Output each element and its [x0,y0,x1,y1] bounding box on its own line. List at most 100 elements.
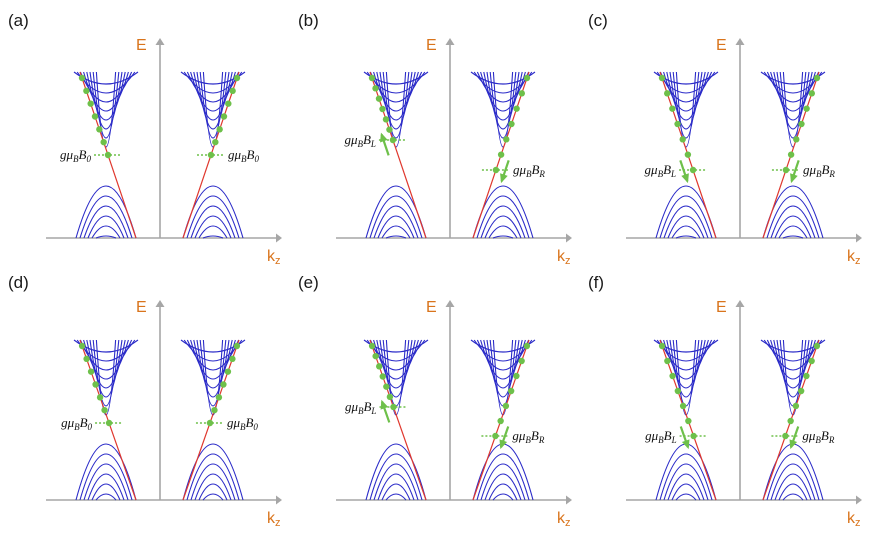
valence-subbands [655,443,717,501]
label-sub-b: B [73,154,79,164]
energy-axis-arrowhead [155,300,165,307]
label-b: B [363,132,371,147]
occupied-state-dot [78,342,86,350]
k-axis-subscript: z [275,517,281,529]
label-sub-index: 0 [87,154,92,164]
valley-right: gμBB0 [180,71,259,239]
occupied-state-dot [372,352,379,360]
energy-axis-label: E [426,299,437,316]
occupied-state-dot [101,406,108,414]
valence-subbands [75,185,137,239]
conduction-subbands [363,71,429,148]
label-sub-index: 0 [253,422,258,432]
zeeman-label-left: gμBBL [344,132,376,149]
energy-axis-arrowhead [155,38,165,45]
panel-label: (e) [298,273,319,292]
label-sub-index: R [828,435,835,445]
label-b: B [821,162,829,177]
occupied-state-dot [813,74,821,82]
k-axis-label: kz [557,510,571,529]
zeeman-label-left: gμBBL [345,399,377,416]
label-sub-b: B [658,435,664,445]
valley-left: gμBBL [344,71,429,239]
occupied-states [206,342,241,427]
k-axis-label: kz [847,248,861,267]
label-b: B [663,162,671,177]
label-g-mu: gμ [344,132,358,147]
occupied-state-dot [375,95,383,102]
occupied-state-dot [386,393,394,401]
occupied-state-dot [96,394,104,401]
label-sub-b: B [240,422,246,432]
occupied-state-dot [674,120,681,128]
k-axis-arrowhead [566,233,572,243]
occupied-state-dot [233,74,241,82]
label-sub-b: B [815,435,821,445]
energy-axis-arrowhead [735,38,745,45]
zeeman-label-right: gμBB0 [228,147,259,164]
label-g-mu: gμ [345,399,359,414]
occupied-state-dot [664,357,671,365]
occupied-states [782,342,821,440]
label-sub-index: R [538,169,545,179]
occupied-state-dot [679,402,687,410]
occupied-state-dot [376,363,383,370]
k-axis-arrowhead [856,233,862,243]
occupied-state-dot [669,372,676,380]
label-g-mu: gμ [802,428,816,443]
conduction-subbands [760,71,826,148]
occupied-state-dot [523,74,531,82]
occupied-state-dot [96,126,103,133]
occupied-state-dot [224,368,232,375]
k-axis-label: kz [267,510,281,529]
occupied-state-dot [215,394,223,401]
zeeman-label-left: gμBB0 [61,415,92,432]
occupied-state-dot [91,113,99,120]
k-axis-arrowhead [856,495,862,505]
panel-label: (b) [298,11,319,30]
k-axis-arrowhead [566,495,572,505]
label-sub-index: L [671,435,677,445]
k-axis-subscript: z [275,255,281,267]
occupied-state-dot [211,406,218,414]
occupied-state-dot [658,342,666,350]
label-b: B [247,147,255,162]
occupied-state-dot [523,342,531,350]
panel-label: (f) [588,273,604,292]
occupied-state-dot [690,432,697,440]
k-axis-subscript: z [855,517,861,529]
shift-arrow-down [679,160,689,184]
occupied-state-dot [368,342,376,350]
occupied-states [782,74,821,174]
k-axis-label: kz [557,248,571,267]
conduction-subbands [470,339,536,416]
occupied-states [492,74,531,174]
energy-axis-arrowhead [445,38,455,45]
label-g-mu: gμ [645,162,659,177]
occupied-state-dot [497,417,504,425]
valence-subbands [75,443,137,501]
shift-arrow-up [380,132,390,156]
occupied-state-dot [658,74,666,82]
axes [626,38,862,243]
occupied-state-dot [518,90,526,97]
label-b: B [245,415,253,430]
occupied-state-dot [793,136,800,143]
occupied-state-dot [386,126,393,133]
occupied-state-dot [518,357,525,365]
occupied-state-dot [87,368,95,375]
label-g-mu: gμ [513,162,527,177]
occupied-state-dot [797,387,805,395]
label-g-mu: gμ [227,415,241,430]
energy-axis-label: E [716,37,727,54]
label-g-mu: gμ [645,428,659,443]
occupied-state-dot [663,90,671,97]
zeeman-label-right: gμBBR [802,428,834,445]
occupied-state-dot [684,151,692,158]
label-g-mu: gμ [228,147,242,162]
label-sub-index: 0 [254,154,259,164]
